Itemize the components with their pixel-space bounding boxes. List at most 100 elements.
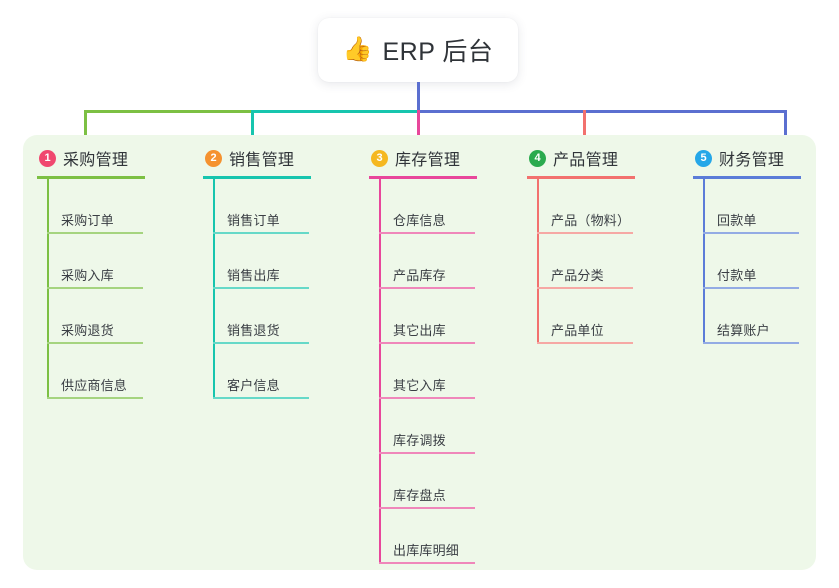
module-item[interactable]: 仓库信息 — [379, 179, 519, 234]
module-header-rule — [37, 176, 145, 179]
module-item[interactable]: 出库库明细 — [379, 509, 519, 564]
module-item[interactable]: 供应商信息 — [47, 344, 187, 399]
module-item-rule — [213, 287, 309, 289]
connector-bar-segment-4 — [723, 110, 786, 113]
module-spine — [47, 179, 49, 399]
module-item-rule — [47, 287, 143, 289]
module-header-4[interactable]: 4 产品管理 — [527, 145, 687, 171]
module-item-list: 采购订单采购入库采购退货供应商信息 — [37, 179, 187, 399]
module-header-2[interactable]: 2 销售管理 — [203, 145, 353, 171]
module-item-rule — [379, 342, 475, 344]
module-title: 产品管理 — [553, 152, 619, 169]
module-item-rule — [703, 287, 799, 289]
module-item[interactable]: 产品（物料） — [537, 179, 687, 234]
module-item-label: 销售订单 — [227, 213, 280, 228]
module-item[interactable]: 其它出库 — [379, 289, 519, 344]
module-spine — [379, 179, 381, 564]
module-title: 采购管理 — [63, 152, 129, 169]
module-title: 财务管理 — [719, 152, 785, 169]
module-badge-icon: 4 — [529, 149, 546, 167]
connector-bar-segment-3 — [417, 110, 725, 113]
module-item[interactable]: 产品单位 — [537, 289, 687, 344]
branch-drop-2 — [251, 110, 254, 138]
module-item-label: 库存调拨 — [393, 433, 446, 448]
module-item[interactable]: 回款单 — [703, 179, 833, 234]
module-badge-icon: 2 — [205, 149, 222, 167]
module-item[interactable]: 采购退货 — [47, 289, 187, 344]
module-item[interactable]: 付款单 — [703, 234, 833, 289]
module-badge-icon: 3 — [371, 149, 388, 167]
module-item-list: 销售订单销售出库销售退货客户信息 — [203, 179, 353, 399]
module-item-label: 其它出库 — [393, 323, 446, 338]
module-title: 销售管理 — [229, 152, 295, 169]
branch-drop-5 — [784, 110, 787, 138]
module-item-rule — [379, 452, 475, 454]
module-item[interactable]: 销售订单 — [213, 179, 353, 234]
module-item[interactable]: 销售出库 — [213, 234, 353, 289]
module-item-rule — [379, 397, 475, 399]
module-item-label: 采购退货 — [61, 323, 114, 338]
module-item[interactable]: 销售退货 — [213, 289, 353, 344]
module-item-label: 客户信息 — [227, 378, 280, 393]
module-item-label: 产品（物料） — [551, 213, 631, 228]
module-item-label: 结算账户 — [717, 323, 770, 338]
module-item-label: 库存盘点 — [393, 488, 446, 503]
module-item-rule — [703, 342, 799, 344]
module-header-1[interactable]: 1 采购管理 — [37, 145, 187, 171]
module-column-2: 2 销售管理销售订单销售出库销售退货客户信息 — [203, 145, 353, 399]
module-item[interactable]: 其它入库 — [379, 344, 519, 399]
module-item-list: 产品（物料） 产品分类产品单位 — [527, 179, 687, 344]
module-item[interactable]: 客户信息 — [213, 344, 353, 399]
module-item-rule — [213, 342, 309, 344]
module-item-list: 仓库信息产品库存其它出库其它入库库存调拨库存盘点出库库明细 — [369, 179, 519, 564]
module-item-label: 回款单 — [717, 213, 757, 228]
module-item[interactable]: 库存调拨 — [379, 399, 519, 454]
module-item[interactable]: 采购入库 — [47, 234, 187, 289]
module-spine — [213, 179, 215, 399]
module-item-rule — [213, 232, 309, 234]
module-item-label: 出库库明细 — [393, 543, 460, 558]
module-item-rule — [537, 287, 633, 289]
module-item-label: 销售退货 — [227, 323, 280, 338]
module-spine — [537, 179, 539, 344]
module-item-list: 回款单付款单结算账户 — [693, 179, 833, 344]
connector-bar-segment-2 — [251, 110, 419, 113]
root-title: ERP 后台 — [382, 38, 494, 66]
branch-drop-4 — [583, 110, 586, 138]
module-item-label: 产品库存 — [393, 268, 446, 283]
module-item-label: 仓库信息 — [393, 213, 446, 228]
module-item-rule — [537, 342, 633, 344]
module-item-rule — [213, 397, 309, 399]
module-header-rule — [203, 176, 311, 179]
module-item[interactable]: 采购订单 — [47, 179, 187, 234]
module-item-label: 销售出库 — [227, 268, 280, 283]
module-column-1: 1 采购管理采购订单采购入库采购退货供应商信息 — [37, 145, 187, 399]
module-item-label: 其它入库 — [393, 378, 446, 393]
module-item-label: 产品单位 — [551, 323, 604, 338]
module-item-rule — [379, 562, 475, 564]
module-item-rule — [379, 287, 475, 289]
module-item[interactable]: 产品分类 — [537, 234, 687, 289]
module-item[interactable]: 产品库存 — [379, 234, 519, 289]
module-item-label: 产品分类 — [551, 268, 604, 283]
root-node[interactable]: 👍 ERP 后台 — [318, 18, 518, 82]
root-vertical-connector — [417, 82, 420, 112]
module-item-rule — [47, 232, 143, 234]
module-item-label: 采购订单 — [61, 213, 114, 228]
module-item-rule — [379, 507, 475, 509]
module-item-label: 付款单 — [717, 268, 757, 283]
thumbs-up-icon: 👍 — [342, 36, 373, 63]
module-item-label: 采购入库 — [61, 268, 114, 283]
branch-drop-3 — [417, 110, 420, 138]
module-item-rule — [537, 232, 633, 234]
root-node-content: 👍 ERP 后台 — [343, 32, 494, 68]
module-badge-icon: 1 — [39, 149, 56, 167]
module-item[interactable]: 库存盘点 — [379, 454, 519, 509]
module-item[interactable]: 结算账户 — [703, 289, 833, 344]
module-column-4: 4 产品管理产品（物料） 产品分类产品单位 — [527, 145, 687, 344]
